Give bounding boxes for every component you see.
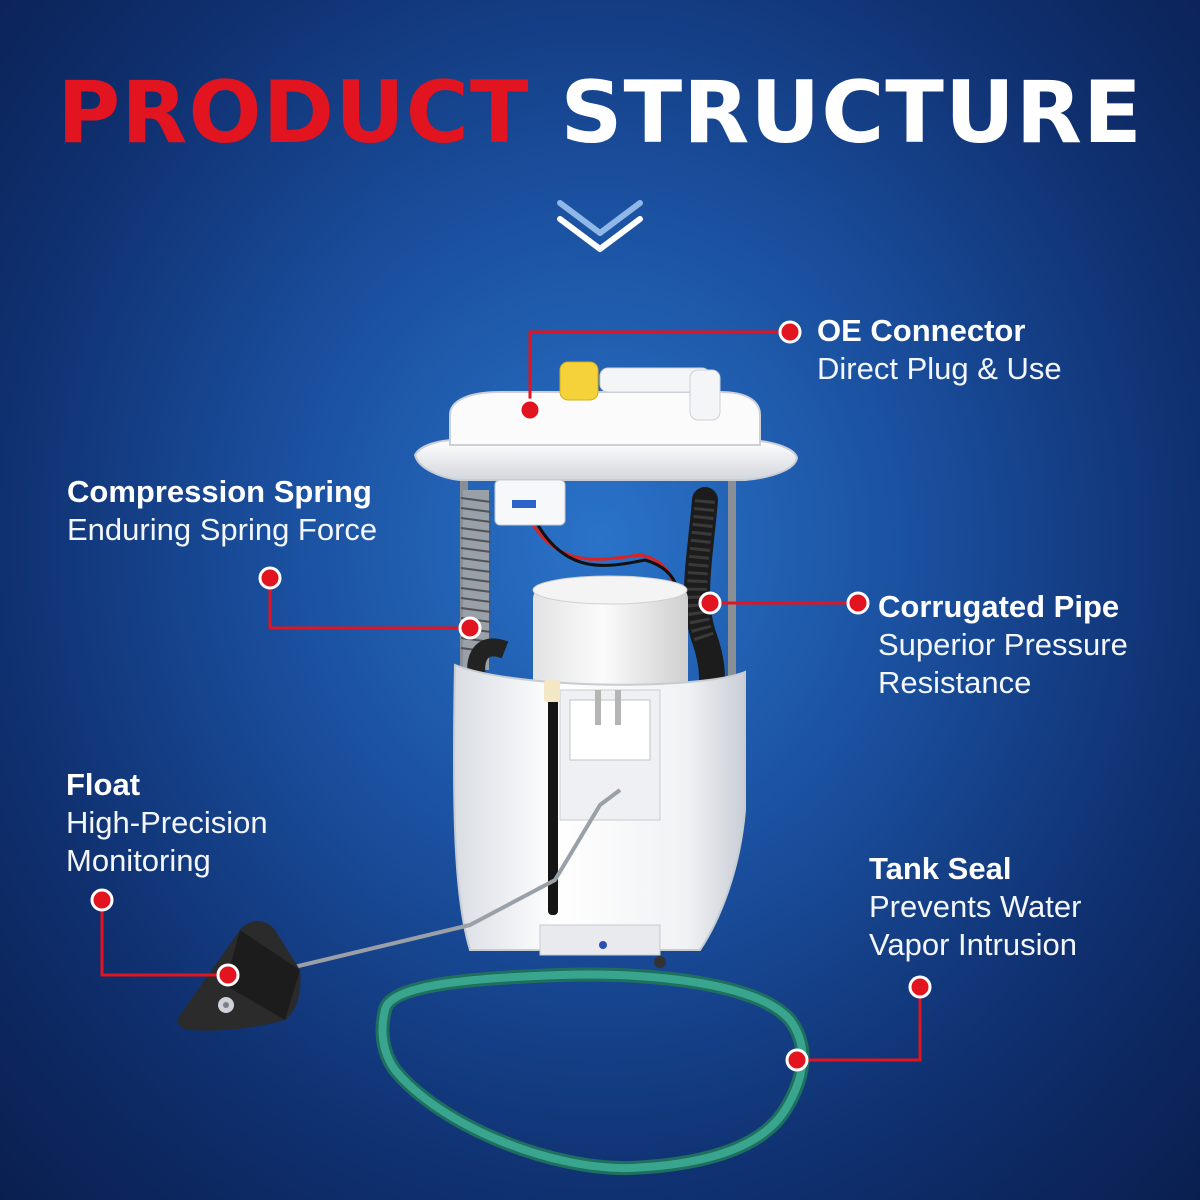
title-word-structure: STRUCTURE (560, 63, 1143, 163)
callout-title: Corrugated Pipe (878, 589, 1120, 624)
title-word-product: PRODUCT (57, 63, 530, 163)
callout-compression-spring: Compression Spring Enduring Spring Force (67, 473, 377, 549)
callout-title: Tank Seal (869, 851, 1012, 886)
compression-spring-dot (458, 616, 482, 640)
oe-connector-label-dot (778, 320, 802, 344)
callout-desc: Vapor Intrusion (869, 927, 1077, 962)
callout-desc: Prevents Water (869, 889, 1082, 924)
callout-lines (100, 330, 922, 1062)
callout-title: OE Connector (817, 313, 1026, 348)
oe-connector-dot (518, 398, 542, 422)
pump-motor (532, 575, 688, 695)
callout-title: Float (66, 767, 141, 802)
callout-desc: High-Precision (66, 805, 268, 840)
callout-float: Float High-Precision Monitoring (66, 766, 268, 880)
tank-seal (375, 967, 810, 1176)
callout-dots (90, 320, 932, 1072)
callout-desc: Superior Pressure (878, 627, 1128, 662)
float-label-dot (90, 888, 114, 912)
page-title: PRODUCT STRUCTURE (0, 70, 1200, 156)
float-dot (216, 963, 240, 987)
compression-spring-label-dot (258, 566, 282, 590)
double-chevron-down-icon (557, 200, 643, 252)
tank-seal-label-dot (908, 975, 932, 999)
callout-title: Compression Spring (67, 474, 372, 509)
callout-corrugated-pipe: Corrugated Pipe Superior Pressure Resist… (878, 588, 1128, 702)
callout-desc: Resistance (878, 665, 1032, 700)
tank-seal-dot (785, 1048, 809, 1072)
reservoir-bucket (452, 663, 746, 968)
float-arm (289, 788, 622, 970)
callout-desc: Direct Plug & Use (817, 351, 1062, 386)
compression-spring (460, 490, 492, 670)
callout-desc: Enduring Spring Force (67, 512, 378, 547)
corrugated-pipe-dot (698, 591, 722, 615)
callout-tank-seal: Tank Seal Prevents Water Vapor Intrusion (869, 850, 1081, 964)
callout-oe-connector: OE Connector Direct Plug & Use (817, 312, 1062, 388)
callout-desc: Monitoring (66, 843, 211, 878)
corrugated-pipe-label-dot (846, 591, 870, 615)
